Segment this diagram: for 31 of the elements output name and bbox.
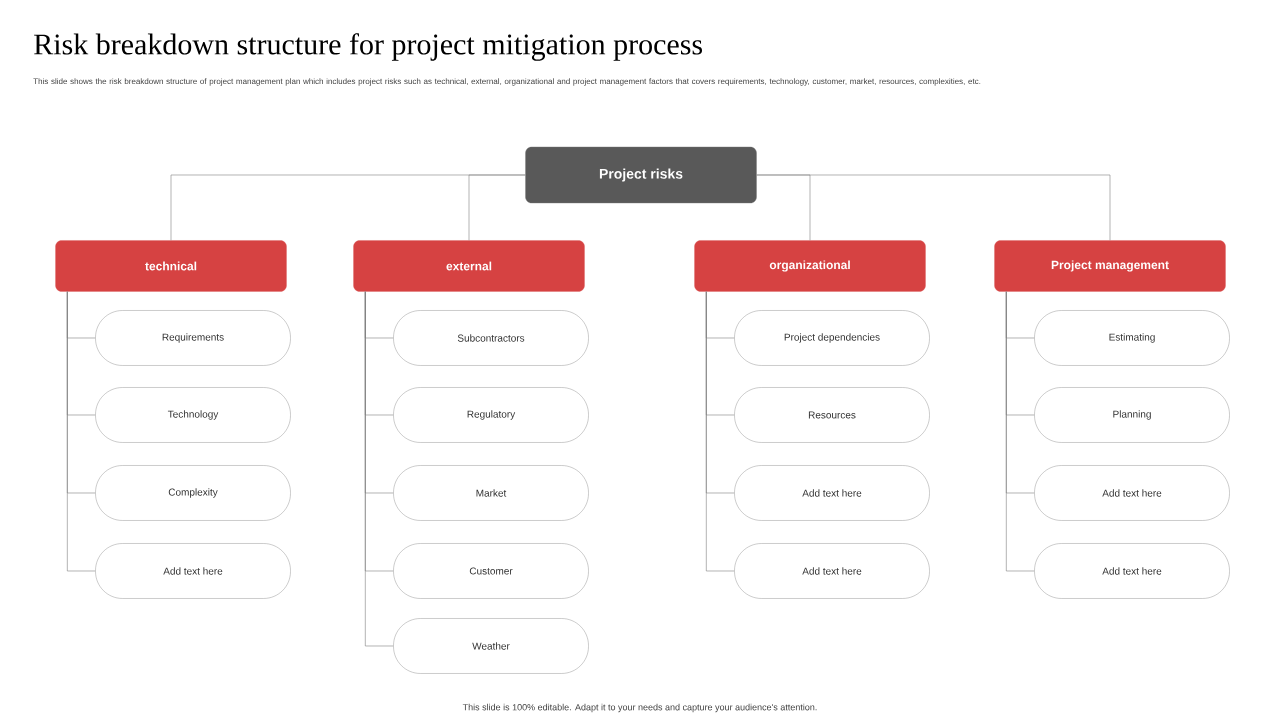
item-pill: Technology [95, 387, 291, 443]
connector-line [468, 174, 526, 241]
category-box: technical [55, 240, 287, 292]
root-box: Project risks [525, 146, 757, 204]
item-pill: Market [393, 465, 589, 521]
category-box: organizational [694, 240, 926, 292]
category-box: external [353, 240, 585, 292]
connector-line [365, 291, 394, 647]
item-pill: Weather [393, 618, 589, 674]
category-box: Project management [994, 240, 1226, 292]
description-text: This slide shows the risk breakdown structure of project management plan which includes project risks such as technical, external, organizational and project management factors that covers requirements, technology, customer, market, resources, complexities, etc. [33, 78, 981, 86]
item-pill: Regulatory [393, 387, 589, 443]
item-pill: Add text here [95, 543, 291, 599]
connector-line [1006, 291, 1035, 572]
item-pill: Subcontractors [393, 310, 589, 366]
item-pill: Add text here [734, 465, 930, 521]
connector-line [67, 291, 96, 572]
item-pill: Complexity [95, 465, 291, 521]
item-pill: Project dependencies [734, 310, 930, 366]
item-pill: Add text here [1034, 543, 1230, 599]
connector-line [756, 174, 1111, 241]
title: Risk breakdown structure for project mitigation process [34, 33, 702, 61]
item-pill: Add text here [734, 543, 930, 599]
item-pill: Resources [734, 387, 930, 443]
connector-line [706, 291, 735, 572]
item-pill: Estimating [1034, 310, 1230, 366]
item-pill: Requirements [95, 310, 291, 366]
item-pill: Planning [1034, 387, 1230, 443]
item-pill: Customer [393, 543, 589, 599]
item-pill: Add text here [1034, 465, 1230, 521]
footer-note: This slide is 100% editable. Adapt it to your needs and capture your audience's attention. [462, 703, 817, 713]
